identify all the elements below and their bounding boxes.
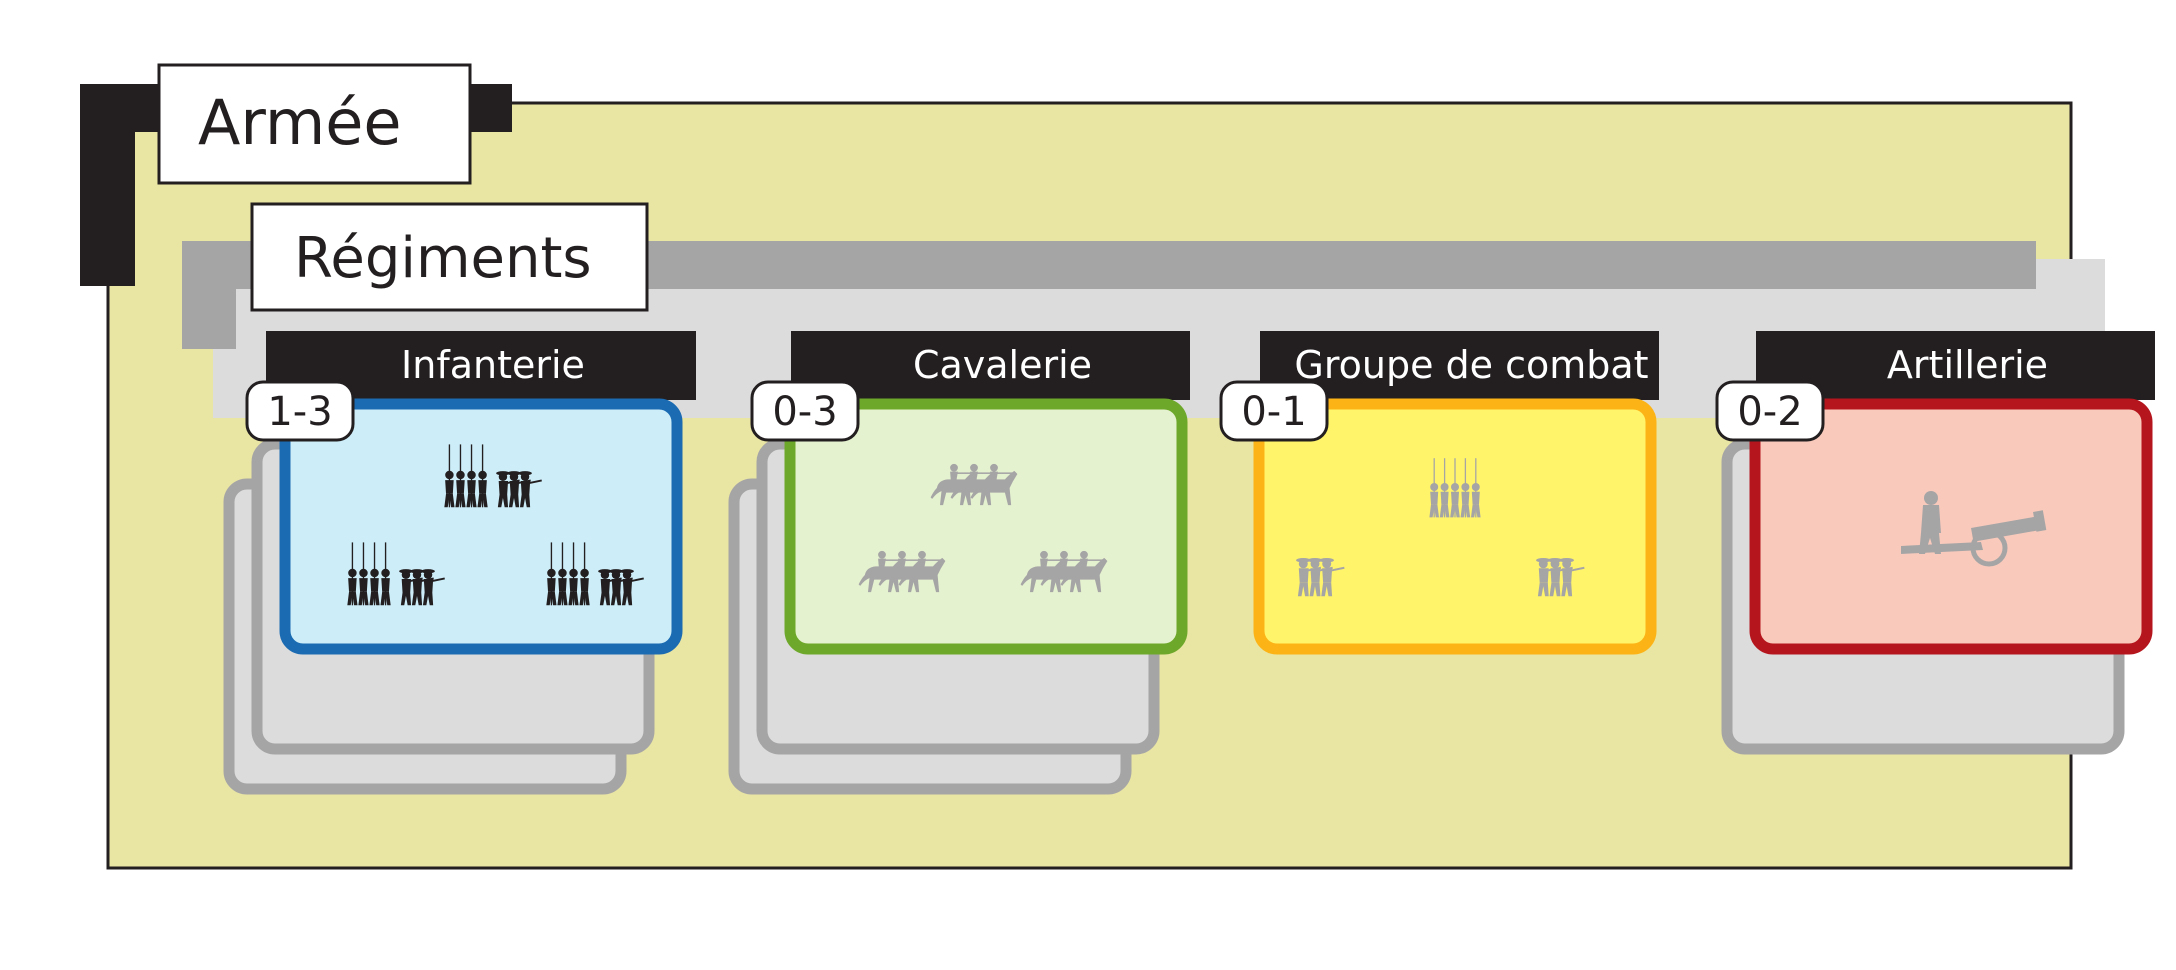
cannon-icon: [1901, 491, 2047, 567]
army-label-box: Armée: [157, 63, 472, 185]
infantry-group-icon: [1296, 458, 1585, 597]
category-card: [279, 398, 683, 655]
category-label: Artillerie: [1887, 343, 2048, 387]
count-badge: [245, 380, 355, 442]
category-3: Artillerie 0-2: [1715, 331, 2155, 755]
cavalry-icon: [858, 463, 1108, 593]
pike-and-shot-icon: [347, 444, 644, 606]
category-1: Cavalerie 0-3: [728, 331, 1190, 795]
category-header: [1756, 331, 2155, 400]
count-label: 1-3: [267, 389, 332, 435]
army-label: Armée: [198, 86, 402, 159]
count-badge: [1715, 380, 1825, 442]
count-label: 0-2: [1737, 389, 1802, 435]
count-label: 0-1: [1241, 389, 1306, 435]
count-badge: [750, 380, 860, 442]
category-label: Infanterie: [401, 343, 585, 387]
category-card: [1749, 398, 2153, 655]
regiments-label: Régiments: [294, 226, 592, 291]
count-badge: [1219, 380, 1329, 442]
category-header: [1260, 331, 1659, 400]
category-0: Infanterie 1-3: [223, 331, 696, 795]
regiments-label-box: Régiments: [250, 202, 649, 312]
category-card: [784, 398, 1188, 655]
count-label: 0-3: [772, 389, 837, 435]
category-label: Cavalerie: [913, 343, 1092, 387]
category-header: [791, 331, 1190, 400]
category-label: Groupe de combat: [1294, 343, 1648, 387]
category-card: [1253, 398, 1657, 655]
